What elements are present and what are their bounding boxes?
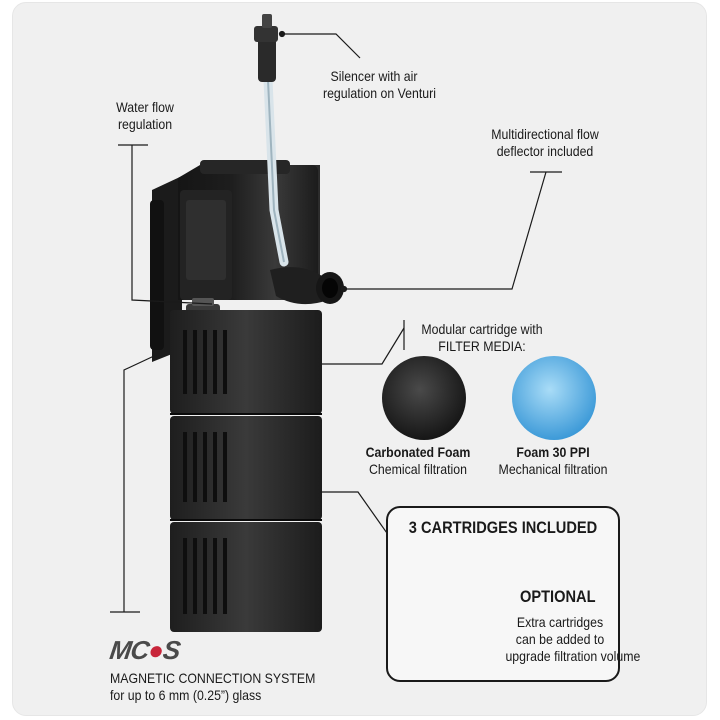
cartridges-box-title: 3 CARTRIDGES INCLUDED — [408, 518, 598, 537]
blue-foam-caption: Foam 30 PPI Mechanical filtration — [478, 444, 628, 478]
flow-deflector — [270, 267, 344, 305]
cartridges-box — [386, 506, 620, 682]
deflector-label: Multidirectional flow deflector included — [491, 126, 599, 159]
cartridge-label: Modular cartridge with FILTER MEDIA: — [421, 321, 543, 354]
cartridge-stack — [170, 310, 322, 632]
pump-head — [178, 160, 320, 300]
callout-lines — [110, 30, 562, 613]
blue-foam-name: Foam 30 PPI — [516, 444, 590, 460]
carbon-foam-name: Carbonated Foam — [365, 444, 471, 460]
air-tube — [254, 14, 289, 267]
optional-label: OPTIONAL — [520, 587, 596, 606]
carbon-foam-disc — [382, 356, 466, 440]
blue-foam-disc — [512, 356, 596, 440]
water-flow-label: Water flow regulation — [116, 99, 174, 132]
blue-foam-desc: Mechanical filtration — [498, 460, 608, 477]
mcs-logo: MC●S — [107, 635, 182, 665]
carbon-foam-caption: Carbonated Foam Chemical filtration — [348, 444, 488, 478]
silencer-label: Silencer with air regulation on Venturi — [322, 68, 436, 101]
magnetic-label: MAGNETIC CONNECTION SYSTEM for up to 6 m… — [110, 670, 316, 703]
carbon-foam-desc: Chemical filtration — [369, 460, 467, 477]
optional-note: Extra cartridges can be added to upgrade… — [505, 614, 641, 664]
